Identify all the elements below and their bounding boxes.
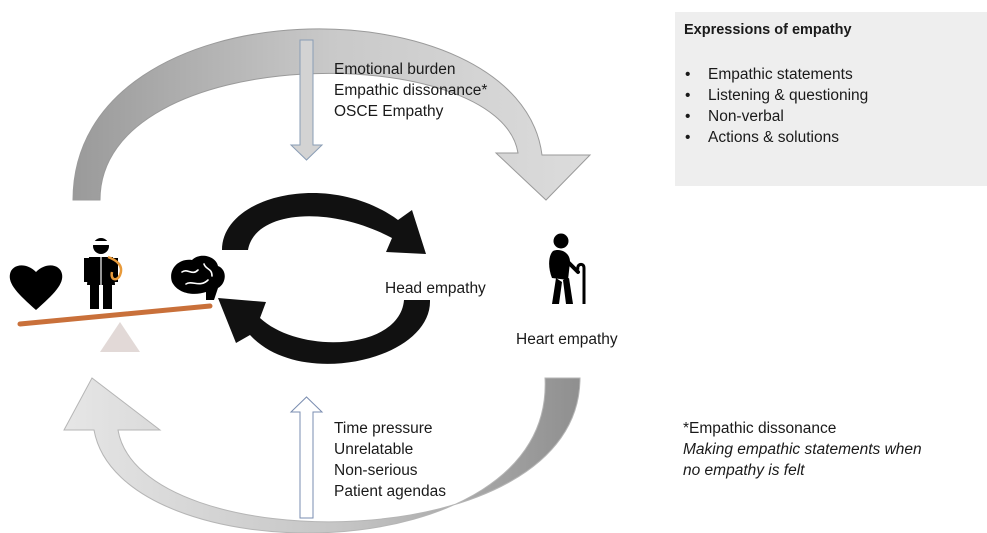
- expressions-box-title: Expressions of empathy: [684, 22, 852, 38]
- bottom-factor-text: Time pressure: [334, 420, 433, 437]
- bottom-factor-text: Non-serious: [334, 462, 418, 479]
- bottom-curved-arrow: [63, 377, 581, 533]
- cycle-arrow-top: [222, 193, 426, 254]
- heart-empathy-label: Heart empathy: [516, 331, 618, 348]
- footnote-line: no empathy is felt: [683, 462, 805, 479]
- doctor-icon: [84, 238, 118, 309]
- expressions-box: Expressions of empathy Empathic statemen…: [675, 12, 987, 186]
- top-factors: Emotional burden Empathic dissonance* OS…: [334, 59, 487, 122]
- footnote-line: Making empathic statements when: [683, 441, 922, 458]
- bottom-factor-text: Unrelatable: [334, 441, 414, 458]
- expressions-list-item: Empathic statements: [683, 64, 868, 85]
- balance-fulcrum: [100, 322, 140, 352]
- up-arrow: [289, 396, 324, 519]
- top-factor-text: Emotional burden: [334, 61, 456, 78]
- top-factor-text: OSCE Empathy: [334, 103, 444, 120]
- bottom-factor-text: Patient agendas: [334, 483, 447, 500]
- stethoscope-icon: [107, 255, 123, 281]
- elderly-person-icon: [549, 233, 586, 304]
- cycle-arrow-bottom: [218, 298, 431, 364]
- head-empathy-label: Head empathy: [385, 280, 486, 297]
- top-curved-arrow: [72, 28, 592, 201]
- footnote-title: *Empathic dissonance: [683, 420, 837, 437]
- top-factor-text: Empathic dissonance*: [334, 82, 488, 99]
- expressions-list-item: Non-verbal: [683, 106, 868, 127]
- brain-icon: [171, 255, 225, 300]
- expressions-list-item: Listening & questioning: [683, 85, 868, 106]
- bottom-factors: Time pressure Unrelatable Non-serious Pa…: [334, 418, 446, 502]
- balance-beam: [17, 303, 213, 327]
- footnote: *Empathic dissonance Making empathic sta…: [683, 418, 922, 481]
- expressions-list-item: Actions & solutions: [683, 127, 868, 148]
- expressions-list: Empathic statements Listening & question…: [683, 64, 868, 148]
- down-arrow: [289, 39, 324, 161]
- heart-icon: [9, 265, 63, 310]
